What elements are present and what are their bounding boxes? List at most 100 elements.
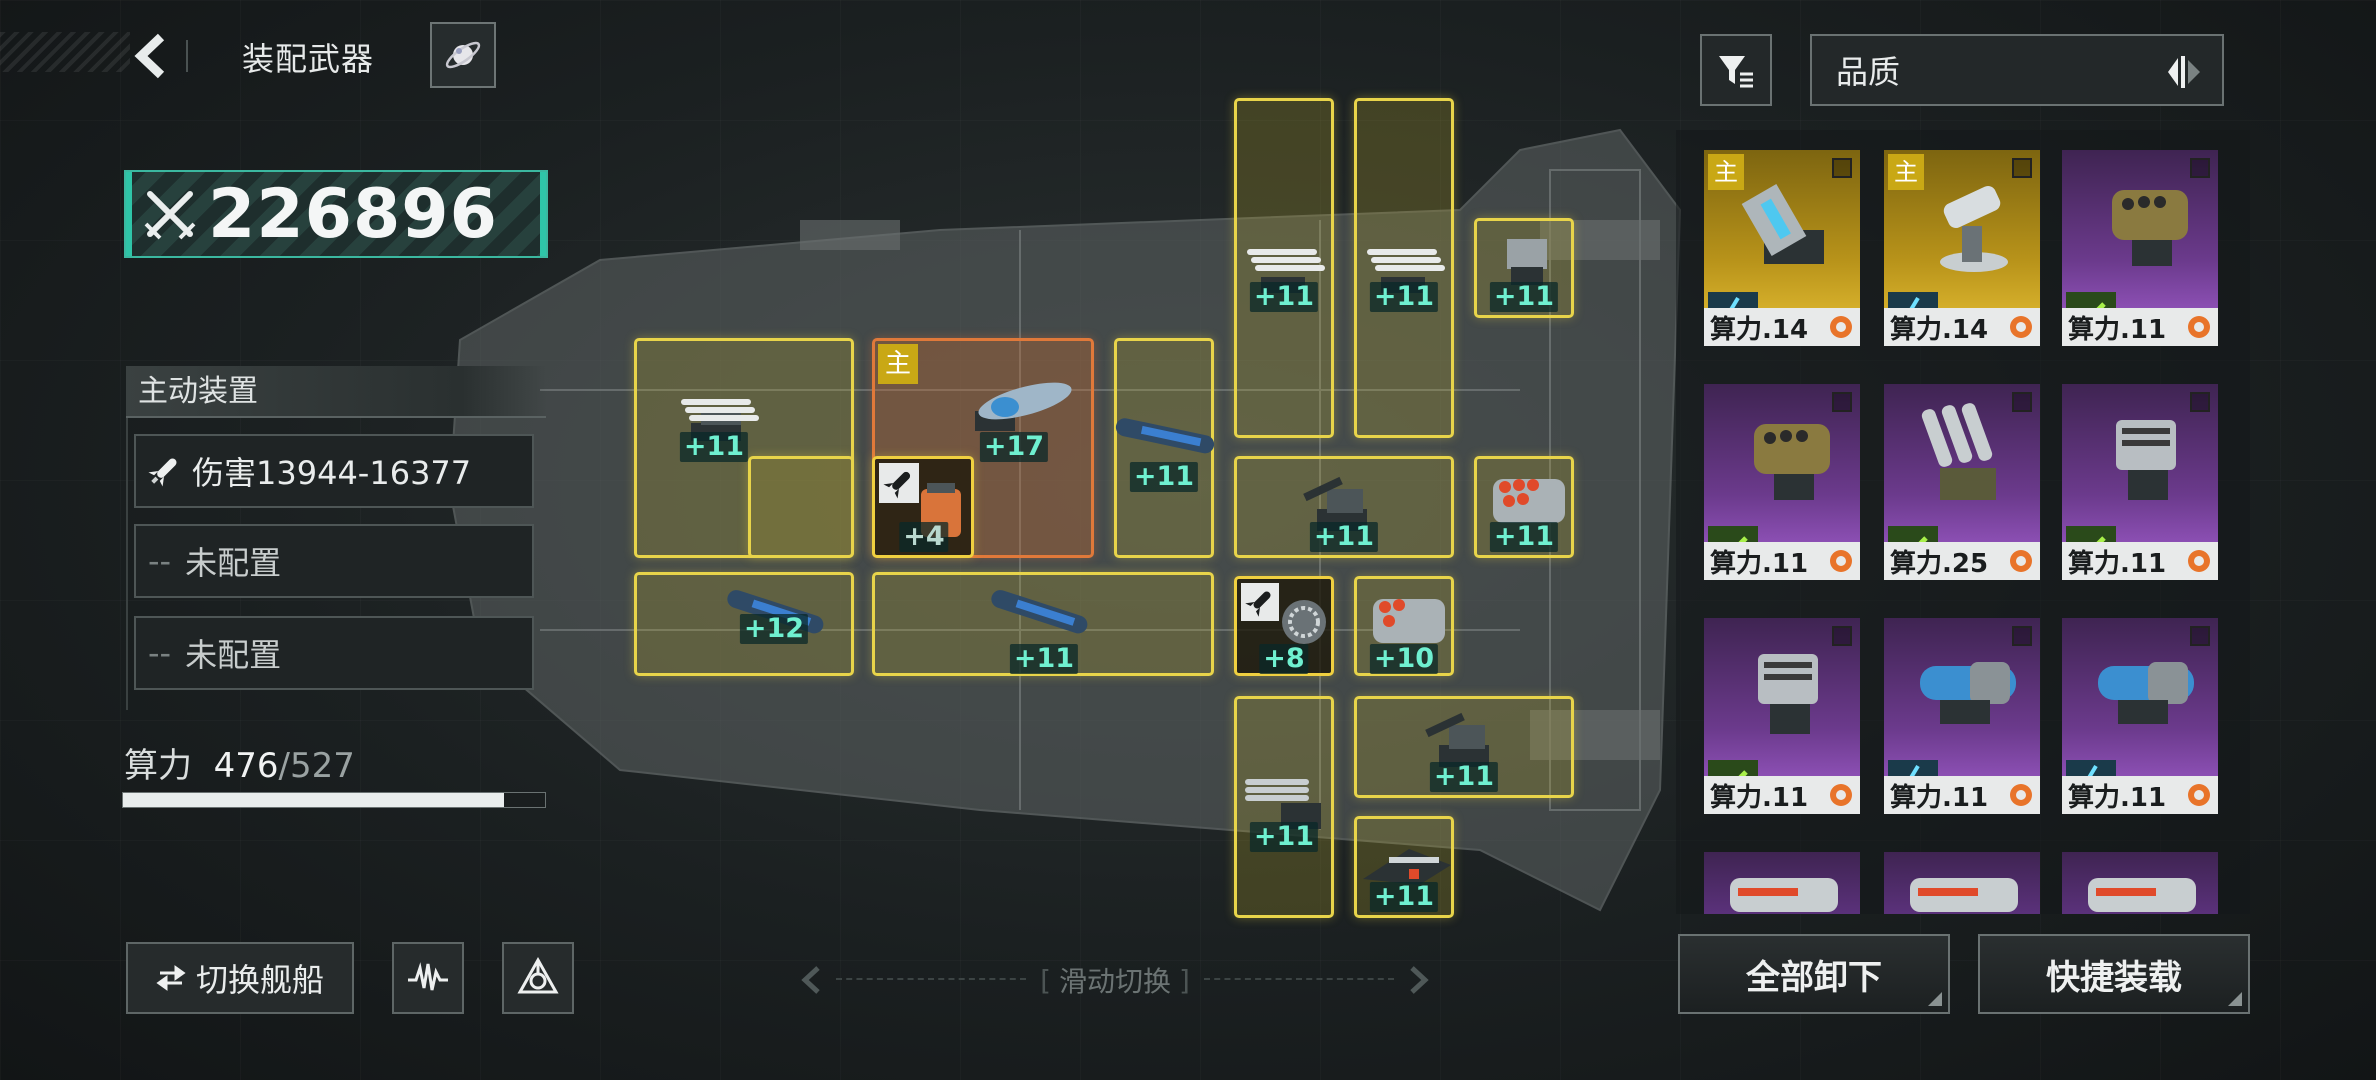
swipe-switch-hint[interactable]: [ 滑动切换 ] bbox=[800, 960, 1430, 1000]
fleet-emblem-button[interactable] bbox=[502, 942, 574, 1014]
quick-equip-label: 快捷装载 bbox=[2046, 957, 2182, 998]
filter-button[interactable] bbox=[1700, 34, 1772, 106]
module-level: +4 bbox=[899, 522, 949, 552]
item-art bbox=[2062, 852, 2218, 914]
plasma-cannon-icon bbox=[2098, 662, 2194, 724]
inventory-item-card[interactable]: 算力.11 bbox=[2062, 618, 2218, 814]
gear-chip-icon bbox=[2188, 316, 2210, 338]
back-button[interactable] bbox=[128, 30, 172, 82]
telescope-cannon-icon bbox=[1940, 186, 2008, 272]
gear-chip-icon bbox=[2010, 550, 2032, 572]
module-slot[interactable] bbox=[748, 456, 854, 558]
turret-icon bbox=[1425, 712, 1489, 767]
item-cost: 算力.11 bbox=[1704, 542, 1860, 580]
module-level: +11 bbox=[1249, 282, 1319, 312]
item-cost-text: 算力.11 bbox=[1710, 548, 1809, 579]
header-divider bbox=[186, 40, 188, 72]
rocket-pod-icon bbox=[1373, 599, 1445, 643]
page-title: 装配武器 bbox=[242, 40, 375, 78]
inventory-item-card[interactable]: 算力.11 bbox=[1704, 618, 1860, 814]
item-checkbox[interactable] bbox=[2012, 626, 2032, 646]
planet-button[interactable] bbox=[430, 22, 496, 88]
item-cost-text: 算力.14 bbox=[1890, 314, 1989, 345]
inventory-item-card[interactable]: 算力.11 bbox=[2062, 384, 2218, 580]
module-slot[interactable] bbox=[1234, 696, 1334, 918]
chevron-left-icon bbox=[801, 966, 820, 994]
rocket-badge-icon bbox=[879, 463, 919, 503]
sort-label: 品质 bbox=[1836, 53, 1901, 91]
swipe-hint-text: 滑动切换 bbox=[1059, 965, 1172, 998]
item-checkbox[interactable] bbox=[1832, 158, 1852, 178]
cannon-icon bbox=[1910, 878, 2018, 912]
compute-total: /527 bbox=[278, 746, 355, 786]
combat-power-box: 226896 bbox=[124, 170, 548, 258]
module-slot[interactable] bbox=[1354, 98, 1454, 438]
module-slot[interactable] bbox=[1234, 98, 1334, 438]
compute-progress-fill bbox=[123, 793, 505, 807]
item-checkbox[interactable] bbox=[1832, 626, 1852, 646]
plasma-cannon-icon bbox=[1920, 662, 2016, 724]
item-cost: 算力.11 bbox=[2062, 542, 2218, 580]
empty-dash: -- bbox=[148, 542, 172, 580]
item-checkbox[interactable] bbox=[1832, 392, 1852, 412]
section-rail bbox=[126, 418, 128, 710]
turret-icon bbox=[2116, 420, 2176, 500]
item-art bbox=[2062, 384, 2218, 542]
active-slot-1[interactable]: 伤害13944-16377 bbox=[134, 434, 534, 508]
item-cost-text: 算力.14 bbox=[1710, 314, 1809, 345]
power-box-edge bbox=[540, 172, 546, 256]
module-level: +11 bbox=[1489, 282, 1559, 312]
power-box-edge bbox=[126, 172, 132, 256]
compute-progress-bar bbox=[122, 792, 546, 808]
module-slot[interactable] bbox=[1114, 338, 1215, 558]
active-slot-3[interactable]: -- 未配置 bbox=[134, 616, 534, 690]
item-checkbox[interactable] bbox=[2190, 626, 2210, 646]
swap-icon bbox=[156, 965, 186, 991]
rocket-badge-icon bbox=[1241, 583, 1279, 621]
unload-all-button[interactable]: 全部卸下 bbox=[1678, 934, 1950, 1014]
item-cost: 算力.14 bbox=[1704, 308, 1860, 346]
module-level: +11 bbox=[1369, 882, 1439, 912]
inventory-item-card[interactable]: 主 算力.14 bbox=[1704, 150, 1860, 346]
waveform-button[interactable] bbox=[392, 942, 464, 1014]
switch-ship-button[interactable]: 切换舰船 bbox=[126, 942, 354, 1014]
item-art bbox=[1884, 384, 2040, 542]
inventory-item-card[interactable]: 算力.25 bbox=[1884, 384, 2040, 580]
module-level: +17 bbox=[979, 432, 1049, 462]
inventory-item-card[interactable]: 算力.11 bbox=[1704, 384, 1860, 580]
gear-chip-icon bbox=[2188, 784, 2210, 806]
module-slot[interactable] bbox=[872, 572, 1214, 676]
item-checkbox[interactable] bbox=[2190, 392, 2210, 412]
item-checkbox[interactable] bbox=[2190, 158, 2210, 178]
item-checkbox[interactable] bbox=[2012, 158, 2032, 178]
turret-icon bbox=[1507, 239, 1547, 285]
inventory-item-card[interactable]: 算力.11 bbox=[1884, 618, 2040, 814]
inventory-item-card[interactable]: 主 算力.14 bbox=[1884, 150, 2040, 346]
dashed-line bbox=[1203, 978, 1395, 982]
planet-icon bbox=[445, 41, 481, 69]
active-slot-text: 未配置 bbox=[185, 544, 282, 582]
item-art bbox=[1704, 852, 1860, 914]
inventory-item-card[interactable] bbox=[1704, 852, 1860, 914]
gear-chip-icon bbox=[2188, 550, 2210, 572]
waveform-icon bbox=[408, 962, 448, 991]
item-checkbox[interactable] bbox=[2012, 392, 2032, 412]
main-weapon-tag: 主 bbox=[878, 344, 918, 384]
inventory-item-card[interactable]: 算力.11 bbox=[2062, 150, 2218, 346]
item-cost-text: 算力.11 bbox=[2068, 548, 2167, 579]
item-art bbox=[2062, 618, 2218, 776]
sort-dropdown[interactable]: 品质 bbox=[1810, 34, 2224, 106]
quick-equip-button[interactable]: 快捷装载 bbox=[1978, 934, 2250, 1014]
item-cost: 算力.14 bbox=[1884, 308, 2040, 346]
compute-label: 算力 476/527 bbox=[124, 738, 355, 787]
active-equipment-title: 主动装置 bbox=[126, 366, 546, 418]
unload-all-label: 全部卸下 bbox=[1746, 957, 1882, 998]
gear-chip-icon bbox=[2010, 316, 2032, 338]
item-art bbox=[1704, 618, 1860, 776]
inventory-item-card[interactable] bbox=[1884, 852, 2040, 914]
rocket-pod-icon bbox=[2112, 190, 2188, 266]
button-corner-decoration bbox=[2228, 992, 2242, 1006]
module-level: +11 bbox=[1129, 462, 1199, 492]
active-slot-2[interactable]: -- 未配置 bbox=[134, 524, 534, 598]
inventory-item-card[interactable] bbox=[2062, 852, 2218, 914]
